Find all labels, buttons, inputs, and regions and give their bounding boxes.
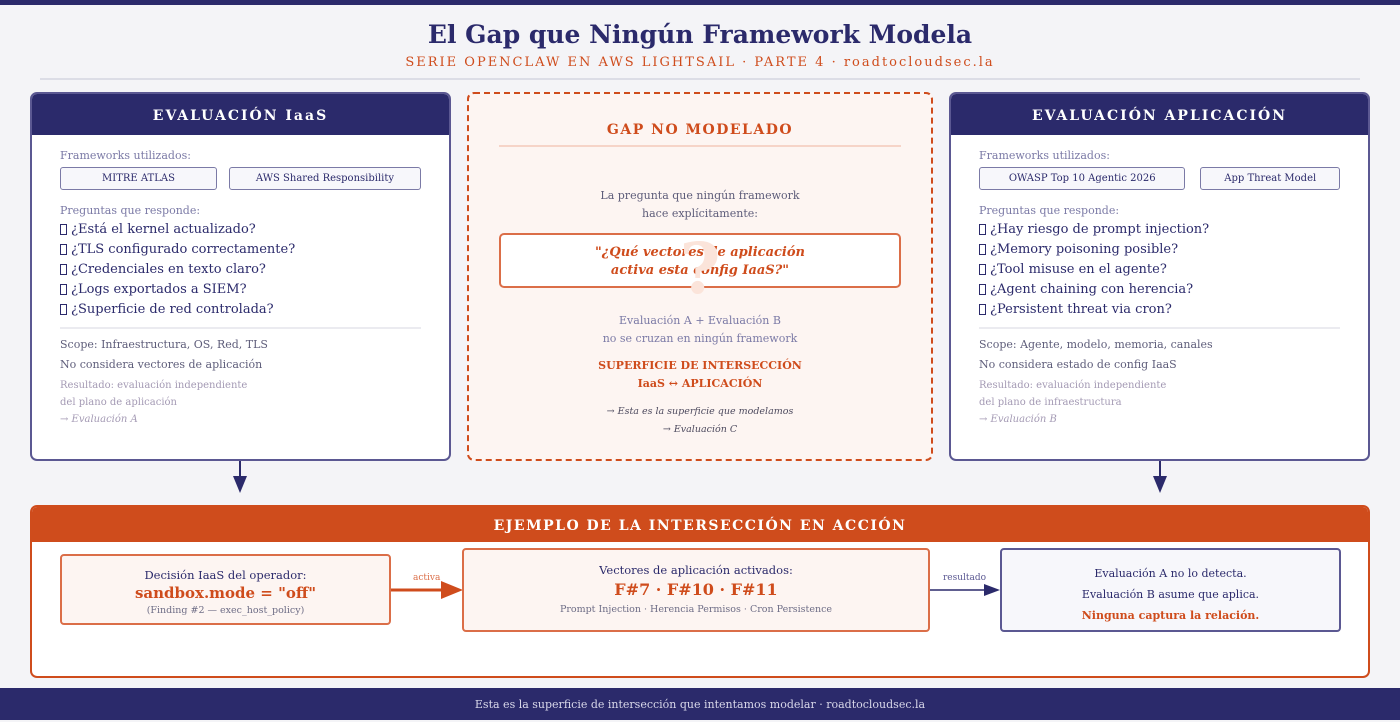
arrow-label: activa xyxy=(413,573,441,583)
iaas-panel: EVALUACIÓN IaaS Frameworks utilizados: M… xyxy=(30,92,451,461)
page-subtitle: SERIE OPENCLAW EN AWS LIGHTSAIL · PARTE … xyxy=(405,55,995,70)
checkbox-icon xyxy=(60,303,67,315)
question-item: ¿Memory poisoning posible? xyxy=(979,241,1340,257)
vectors-label: Vectores de aplicación activados: xyxy=(599,563,793,577)
checkbox-icon xyxy=(979,303,986,315)
vectors-value: F#7 · F#10 · F#11 xyxy=(614,580,778,599)
result-text: Evaluación A no lo detecta. xyxy=(1094,567,1247,580)
question-item: ¿Tool misuse en el agente? xyxy=(979,261,1340,277)
question-item: ¿Persistent threat via cron? xyxy=(979,301,1340,317)
example-title: EJEMPLO DE LA INTERSECCIÓN EN ACCIÓN xyxy=(32,507,1368,542)
panel-title: EVALUACIÓN APLICACIÓN xyxy=(951,94,1368,135)
panel-title: EVALUACIÓN IaaS xyxy=(32,94,449,135)
not-considered-text: No considera estado de config IaaS xyxy=(979,358,1177,371)
checkbox-icon xyxy=(60,283,67,295)
model-note: → Esta es la superficie que modelamos→ E… xyxy=(606,406,794,435)
vectors-note: Prompt Injection · Herencia Permisos · C… xyxy=(559,604,833,615)
decision-label: Decisión IaaS del operador: xyxy=(144,568,307,582)
not-considered-text: No considera vectores de aplicación xyxy=(60,358,263,371)
gap-panel: GAP NO MODELADO ? La pregunta que ningún… xyxy=(467,92,933,461)
question-mark-watermark: ? xyxy=(679,227,721,310)
divider xyxy=(40,78,1360,80)
divider xyxy=(499,145,901,147)
questions-label: Preguntas que responde: xyxy=(979,204,1120,217)
framework-chip: MITRE ATLAS xyxy=(60,167,217,190)
gap-title: GAP NO MODELADO xyxy=(606,122,794,138)
vectors-box: Vectores de aplicación activados: F#7 · … xyxy=(462,548,930,632)
top-bar xyxy=(0,0,1400,5)
checkbox-icon xyxy=(60,243,67,255)
down-arrow-line xyxy=(239,461,241,481)
divider xyxy=(979,327,1340,329)
result-text: del plano de infraestructura xyxy=(979,397,1122,408)
checkbox-icon xyxy=(979,263,986,275)
checkbox-icon xyxy=(979,283,986,295)
evaluation-label: → Evaluación A xyxy=(60,414,138,425)
down-arrow-icon xyxy=(1153,476,1167,493)
page-title: El Gap que Ningún Framework Modela xyxy=(427,20,973,49)
decision-box: Decisión IaaS del operador: sandbox.mode… xyxy=(60,554,391,625)
down-arrow-icon xyxy=(233,476,247,493)
result-text: Resultado: evaluación independiente xyxy=(60,380,248,391)
checkbox-icon xyxy=(60,263,67,275)
scope-text: Scope: Agente, modelo, memoria, canales xyxy=(979,338,1213,351)
decision-note: (Finding #2 — exec_host_policy) xyxy=(146,605,305,616)
example-panel: EJEMPLO DE LA INTERSECCIÓN EN ACCIÓN Dec… xyxy=(30,505,1370,678)
frameworks-label: Frameworks utilizados: xyxy=(979,149,1110,162)
question-item: ¿TLS configurado correctamente? xyxy=(60,241,421,257)
checkbox-icon xyxy=(60,223,67,235)
decision-value: sandbox.mode = "off" xyxy=(134,584,317,602)
result-arrow-icon xyxy=(930,584,1000,596)
footer: Esta es la superficie de intersección qu… xyxy=(0,688,1400,720)
application-panel: EVALUACIÓN APLICACIÓN Frameworks utiliza… xyxy=(949,92,1370,461)
frameworks-label: Frameworks utilizados: xyxy=(60,149,191,162)
framework-chip: AWS Shared Responsibility xyxy=(228,167,421,190)
framework-chip: App Threat Model xyxy=(1200,167,1340,190)
divider xyxy=(60,327,421,329)
questions-label: Preguntas que responde: xyxy=(60,204,201,217)
question-item: ¿Superficie de red controlada? xyxy=(60,301,421,317)
result-box: Evaluación A no lo detecta. Evaluación B… xyxy=(1000,548,1341,632)
checkbox-icon xyxy=(979,223,986,235)
question-item: ¿Está el kernel actualizado? xyxy=(60,221,421,237)
question-item: ¿Agent chaining con herencia? xyxy=(979,281,1340,297)
framework-chip: OWASP Top 10 Agentic 2026 xyxy=(979,167,1186,190)
arrow-label: resultado xyxy=(943,573,987,583)
result-text: del plano de aplicación xyxy=(60,397,177,408)
question-item: ¿Logs exportados a SIEM? xyxy=(60,281,421,297)
question-item: ¿Credenciales en texto claro? xyxy=(60,261,421,277)
scope-text: Scope: Infraestructura, OS, Red, TLS xyxy=(60,338,268,351)
checkbox-icon xyxy=(979,243,986,255)
activates-arrow-icon xyxy=(391,581,463,599)
question-item: ¿Hay riesgo de prompt injection? xyxy=(979,221,1340,237)
result-text: Resultado: evaluación independiente xyxy=(979,380,1167,391)
evaluation-label: → Evaluación B xyxy=(979,414,1057,425)
down-arrow-line xyxy=(1159,461,1161,481)
result-text: Evaluación B asume que aplica. xyxy=(1081,588,1260,601)
result-text: Ninguna captura la relación. xyxy=(1081,609,1260,622)
